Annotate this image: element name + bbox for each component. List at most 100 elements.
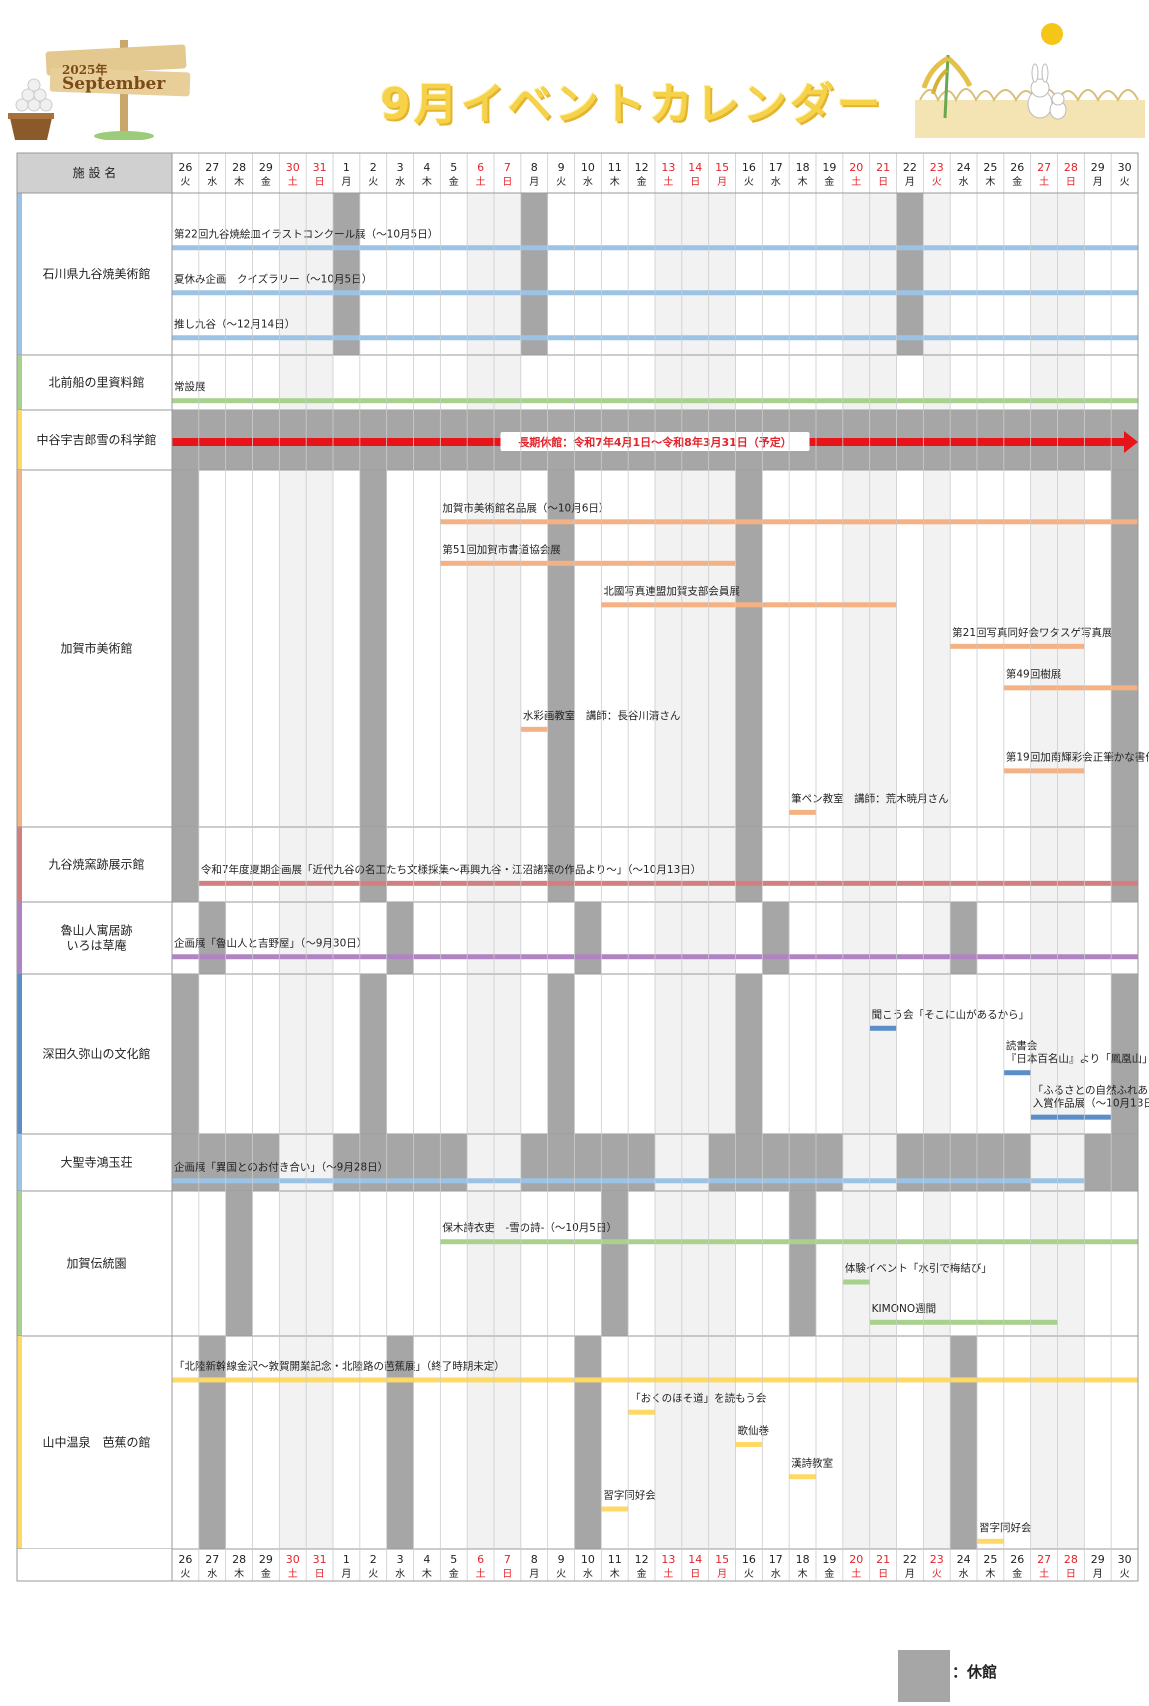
footer-day-number: 19 bbox=[822, 1553, 836, 1566]
rabbit-icon bbox=[1027, 63, 1067, 120]
footer-day-number: 27 bbox=[205, 1553, 219, 1566]
header-day-number: 4 bbox=[423, 161, 430, 174]
closed-day bbox=[386, 902, 414, 974]
closed-day bbox=[789, 1191, 816, 1336]
header-day-number: 16 bbox=[742, 161, 756, 174]
header-weekday: 火 bbox=[932, 176, 942, 188]
footer-day-number: 2 bbox=[370, 1553, 377, 1566]
event-label: 第21回写真同好会ワタスゲ写真展 bbox=[952, 626, 1113, 639]
header-weekday: 土 bbox=[288, 175, 298, 188]
header-weekday: 火 bbox=[744, 176, 754, 188]
header-weekday: 水 bbox=[959, 176, 969, 188]
footer-day-number: 29 bbox=[259, 1553, 273, 1566]
closed-day bbox=[386, 1336, 414, 1549]
footer-weekday: 月 bbox=[341, 1568, 351, 1580]
header-day-number: 28 bbox=[232, 161, 246, 174]
event-label: 「ふるさとの自然ふれあいコンクール」 bbox=[1033, 1084, 1149, 1097]
event-label: 企画展「異国とのお付き合い」（～9月28日） bbox=[174, 1160, 388, 1173]
footer-weekday: 水 bbox=[771, 1568, 781, 1580]
closed-day bbox=[172, 470, 199, 827]
footer-day-number: 12 bbox=[635, 1553, 649, 1566]
footer-weekday: 日 bbox=[315, 1569, 325, 1580]
header-weekday: 日 bbox=[315, 177, 325, 188]
footer-day-number: 26 bbox=[1010, 1553, 1024, 1566]
event-label: 企画展「魯山人と吉野屋」（～9月30日） bbox=[174, 936, 367, 949]
closed-day bbox=[574, 1336, 602, 1549]
header-day-number: 26 bbox=[1010, 161, 1024, 174]
closed-day bbox=[359, 470, 387, 827]
footer-weekday: 火 bbox=[556, 1568, 566, 1580]
footer-weekday: 金 bbox=[637, 1567, 647, 1580]
event-label: 第49回樹展 bbox=[1006, 667, 1062, 680]
header-day-number: 21 bbox=[876, 161, 890, 174]
footer-weekday: 日 bbox=[878, 1569, 888, 1580]
tsukimi-dango-icon bbox=[8, 78, 54, 140]
holiday-shade bbox=[842, 193, 870, 1549]
legend-swatch bbox=[898, 1650, 950, 1702]
footer-weekday: 月 bbox=[529, 1568, 539, 1580]
event-label: 歌仙巻 bbox=[738, 1424, 770, 1437]
page-title: 9月イベントカレンダー bbox=[380, 79, 884, 130]
footer-day-number: 6 bbox=[477, 1553, 484, 1566]
event-label: 読書会 bbox=[1006, 1039, 1038, 1052]
closed-day bbox=[225, 1191, 253, 1336]
header-day-number: 29 bbox=[259, 161, 273, 174]
facility-name: 魯山人寓居跡 bbox=[60, 923, 132, 938]
header-weekday: 日 bbox=[690, 177, 700, 188]
footer-day-number: 9 bbox=[558, 1553, 565, 1566]
event-label: KIMONO週間 bbox=[872, 1303, 936, 1315]
event-label: 加賀市美術館名品展（～10月6日） bbox=[442, 501, 609, 514]
footer-weekday: 日 bbox=[1066, 1569, 1076, 1580]
header-day-number: 23 bbox=[930, 161, 944, 174]
facility-name: 加賀伝統園 bbox=[66, 1257, 126, 1271]
event-bar bbox=[1030, 1114, 1112, 1120]
header-weekday: 日 bbox=[878, 177, 888, 188]
facility-name: 九谷焼窯跡展示館 bbox=[48, 857, 144, 872]
footer-day-number: 22 bbox=[903, 1553, 917, 1566]
closed-day bbox=[1111, 470, 1138, 827]
closed-day bbox=[547, 470, 575, 827]
event-label: 「おくのほそ道」を読もう会 bbox=[630, 1392, 767, 1405]
header-day-number: 5 bbox=[450, 161, 457, 174]
header-weekday: 水 bbox=[771, 176, 781, 188]
header-day-number: 2 bbox=[370, 161, 377, 174]
facility-name: 大聖寺鴻玉荘 bbox=[60, 1156, 132, 1170]
closed-day bbox=[1111, 827, 1138, 902]
event-bar bbox=[789, 809, 816, 815]
footer-day-number: 30 bbox=[286, 1553, 300, 1566]
header-weekday: 水 bbox=[207, 176, 217, 188]
footer-weekday: 日 bbox=[502, 1569, 512, 1580]
closed-day bbox=[547, 974, 575, 1134]
closed-day bbox=[198, 1336, 226, 1549]
facility-name: 北前船の里資料館 bbox=[48, 375, 144, 390]
footer-weekday: 火 bbox=[180, 1568, 190, 1580]
header-day-number: 25 bbox=[983, 161, 997, 174]
event-bar bbox=[869, 1025, 897, 1031]
event-bar bbox=[628, 1409, 655, 1415]
event-label: 夏休み企画 クイズラリー（～10月5日） bbox=[174, 272, 372, 285]
closed-day bbox=[762, 902, 790, 974]
footer-day-number: 18 bbox=[796, 1553, 810, 1566]
header-weekday: 土 bbox=[476, 175, 486, 188]
closed-day bbox=[359, 827, 387, 902]
footer-day-number: 17 bbox=[769, 1553, 783, 1566]
closed-day bbox=[950, 902, 977, 974]
header-day-number: 1 bbox=[343, 161, 350, 174]
header-day-number: 18 bbox=[796, 161, 810, 174]
footer-day-number: 24 bbox=[957, 1553, 971, 1566]
holiday-shade bbox=[869, 193, 897, 1549]
closed-day bbox=[735, 974, 763, 1134]
closed-day bbox=[520, 193, 548, 355]
footer-weekday: 月 bbox=[717, 1568, 727, 1580]
footer-weekday: 金 bbox=[449, 1567, 459, 1580]
header-day-number: 3 bbox=[397, 161, 404, 174]
facility-color-stripe bbox=[17, 1134, 22, 1191]
footer-day-number: 30 bbox=[1118, 1553, 1132, 1566]
header-day-number: 22 bbox=[903, 161, 917, 174]
header-weekday: 水 bbox=[583, 176, 593, 188]
event-label: 保木詩衣吏 -雪の詩-（～10月5日） bbox=[442, 1221, 617, 1234]
holiday-shade bbox=[1057, 193, 1085, 1549]
header-weekday: 金 bbox=[449, 175, 459, 188]
facility-name: 山中温泉 芭蕉の館 bbox=[42, 1435, 150, 1450]
event-bar bbox=[440, 560, 736, 566]
